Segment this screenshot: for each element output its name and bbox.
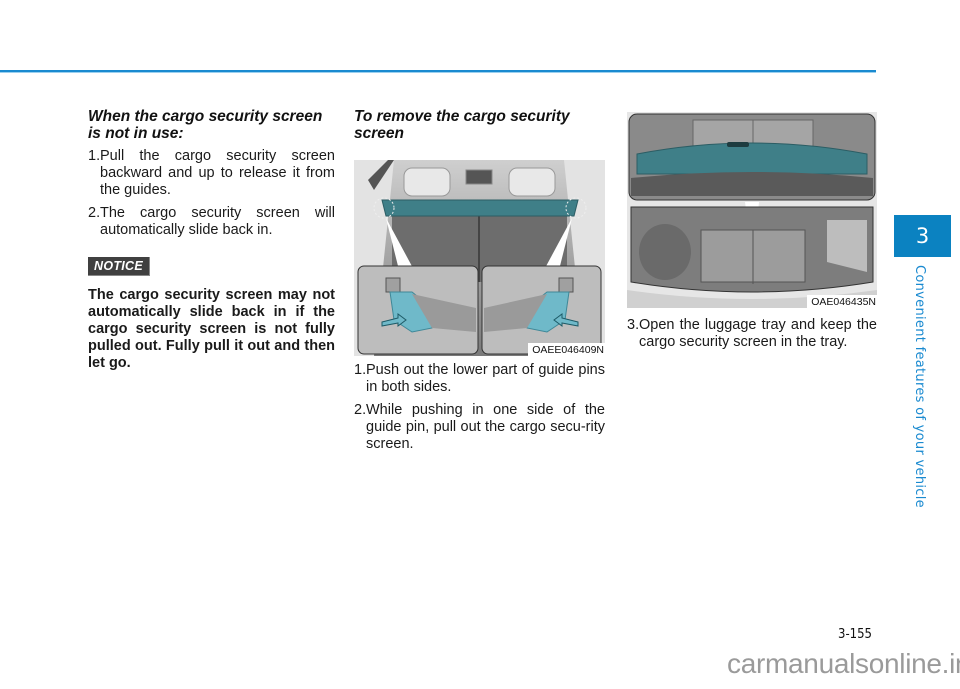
step-item: 2.The cargo security screen will automat… [88, 205, 335, 238]
step-item: 2.While pushing in one side of the guide… [354, 402, 605, 452]
right-column-text: 3.Open the luggage tray and keep the car… [627, 317, 877, 357]
notice-text: The cargo security screen may not automa… [88, 287, 335, 371]
middle-column: To remove the cargo security screen [354, 108, 605, 459]
steps-list: 3.Open the luggage tray and keep the car… [627, 317, 877, 351]
step-item: 1.Push out the lower part of guide pins … [354, 362, 605, 395]
figure-code: OAEE046409N [528, 343, 605, 356]
steps-list: 1.Pull the cargo security screen backwar… [88, 148, 335, 239]
section-heading-remove-screen: To remove the cargo security screen [354, 108, 570, 142]
figure-guide-pins: OAEE046409N [354, 160, 605, 356]
luggage-tray-illustration [627, 112, 877, 308]
chapter-tab[interactable]: 3 [894, 215, 951, 257]
notice-badge: NOTICE [88, 257, 151, 276]
section-heading-not-in-use: When the cargo security screen is not in… [88, 108, 323, 142]
left-column: When the cargo security screen is not in… [88, 108, 335, 372]
page-number: 3-155 [838, 627, 872, 642]
figure-luggage-tray: OAE046435N [627, 112, 877, 308]
step-item: 3.Open the luggage tray and keep the car… [627, 317, 877, 350]
chapter-title: Convenient features of your vehicle [912, 265, 927, 508]
header-rule [0, 70, 876, 72]
steps-list: 1.Push out the lower part of guide pins … [354, 362, 605, 453]
figure-code: OAE046435N [807, 295, 877, 308]
step-item: 1.Pull the cargo security screen backwar… [88, 148, 335, 198]
cargo-area-illustration [354, 160, 605, 356]
watermark: carmanualsonline.info [727, 648, 960, 679]
